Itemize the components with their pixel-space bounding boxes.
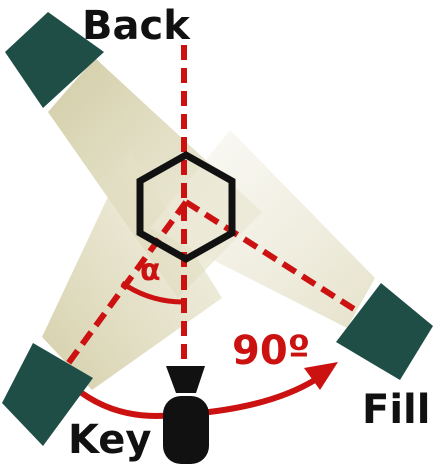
key-light-beam <box>42 150 222 390</box>
ninety-degree-label: 90º <box>232 328 311 374</box>
back-light-label: Back <box>82 3 190 49</box>
fill-light-softbox-icon <box>336 283 433 380</box>
camera-icon <box>163 366 209 464</box>
alpha-angle-arc <box>120 280 184 305</box>
alpha-angle-label: α <box>140 253 161 288</box>
key-light-label: Key <box>68 417 152 463</box>
arc-arrowhead-icon <box>304 362 338 390</box>
subject-hexagon-icon <box>136 150 236 264</box>
key-light-softbox-icon <box>2 343 93 446</box>
back-light-softbox-icon <box>5 12 104 108</box>
fill-light-axis-line <box>184 199 370 321</box>
fill-light-label: Fill <box>362 387 431 433</box>
fill-light-beam <box>150 130 375 328</box>
